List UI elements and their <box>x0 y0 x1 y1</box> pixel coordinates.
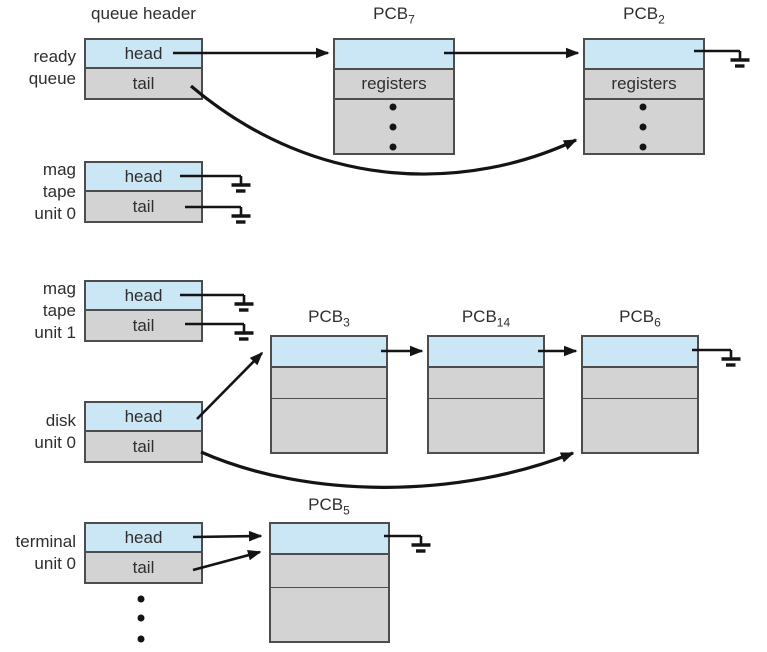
pcb14-title-base: PCB <box>461 307 497 326</box>
pcb3-title-base: PCB <box>308 307 344 326</box>
mag-tape-unit0-box: head tail <box>84 161 203 223</box>
disk-unit0-label-line2: unit 0 <box>34 433 76 452</box>
pcb3-node <box>270 335 388 454</box>
mag-tape-unit1-tail-label: tail <box>132 315 155 335</box>
mag-tape-unit0-tail-label: tail <box>132 196 155 216</box>
arrow-terminal-head-to-pcb5 <box>192 530 263 542</box>
pcb2-title-base: PCB <box>623 4 659 23</box>
pcb7-link-cell <box>335 40 453 70</box>
pcb2-registers-cell: registers <box>585 70 703 100</box>
mag-tape-unit1-head-cell: head <box>86 282 201 311</box>
terminal-unit0-head-cell: head <box>86 524 201 553</box>
pcb2-node: registers <box>583 38 705 155</box>
pcb2-link-cell <box>585 40 703 70</box>
pcb14-body-cell <box>429 399 543 452</box>
pcb6-link-cell <box>583 337 697 368</box>
pcb7-title-base: PCB <box>373 4 409 23</box>
pcb7-body-cell <box>335 100 453 153</box>
mag-tape-unit1-label-line2: tape <box>42 301 76 320</box>
pcb14-title-sub: 14 <box>496 315 511 330</box>
terminal-unit0-box: head tail <box>84 522 203 584</box>
pcb6-node <box>581 335 699 454</box>
mag-tape-unit1-label-line3: unit 1 <box>34 323 76 342</box>
null-pointer-magtape0-head <box>229 174 253 193</box>
pcb3-field-cell <box>272 368 386 399</box>
pcb7-title: PCB7 <box>333 4 455 26</box>
pcb6-field-cell <box>583 368 697 399</box>
pcb5-link-cell <box>271 524 388 555</box>
ready-queue-label-line2: queue <box>28 69 76 88</box>
mag-tape-unit0-label-line1: mag <box>42 160 76 179</box>
disk-unit0-head-label: head <box>124 406 163 426</box>
mag-tape-unit0-tail-cell: tail <box>86 192 201 221</box>
pcb5-node <box>269 522 390 643</box>
pcb2-body-cell <box>585 100 703 153</box>
pcb2-title: PCB2 <box>583 4 705 26</box>
pcb5-title: PCB5 <box>269 495 389 517</box>
pcb14-title: PCB14 <box>427 307 545 329</box>
pcb7-registers-label: registers <box>361 74 427 93</box>
pcb2-registers-label: registers <box>611 74 677 93</box>
mag-tape-unit1-head-label: head <box>124 285 163 305</box>
arrow-disk-tail-to-pcb6 <box>200 450 575 489</box>
pcb5-title-base: PCB <box>308 495 344 514</box>
pcb3-title-sub: 3 <box>343 315 350 330</box>
mag-tape-unit0-label-line2: tape <box>42 182 76 201</box>
mag-tape-unit0-label: mag tape unit 0 <box>0 159 76 225</box>
terminal-unit0-label-line1: terminal <box>15 532 76 551</box>
ready-tail-label: tail <box>132 73 155 93</box>
pcb6-title-sub: 6 <box>654 315 661 330</box>
ready-head-label: head <box>124 43 163 63</box>
disk-unit0-head-cell: head <box>86 403 201 432</box>
pcb5-body-cell <box>271 588 388 641</box>
null-pointer-magtape0-tail <box>229 205 253 224</box>
terminal-unit0-head-label: head <box>124 527 163 547</box>
null-pointer-pcb5 <box>409 534 433 553</box>
ready-queue-box: head tail <box>84 38 203 100</box>
ready-queue-head-cell: head <box>86 40 201 69</box>
pcb6-title-base: PCB <box>619 307 655 326</box>
null-pointer-pcb6 <box>719 348 743 367</box>
pcb7-title-sub: 7 <box>408 12 415 27</box>
ready-queue-label-line1: ready <box>33 47 76 66</box>
mag-tape-unit1-box: head tail <box>84 280 203 342</box>
arrow-disk-head-to-pcb3 <box>196 351 264 420</box>
pcb6-body-cell <box>583 399 697 452</box>
ready-queue-tail-cell: tail <box>86 69 201 98</box>
disk-unit0-label-line1: disk <box>45 411 76 430</box>
pcb7-node: registers <box>333 38 455 155</box>
disk-unit0-tail-label: tail <box>132 436 155 456</box>
disk-unit0-label: disk unit 0 <box>0 410 76 454</box>
null-pointer-magtape1-head <box>232 293 256 312</box>
pcb3-title: PCB3 <box>270 307 388 329</box>
pcb14-node <box>427 335 545 454</box>
pcb14-link-cell <box>429 337 543 368</box>
disk-unit0-tail-cell: tail <box>86 432 201 461</box>
mag-tape-unit1-label-line1: mag <box>42 279 76 298</box>
pcb5-title-sub: 5 <box>343 503 350 518</box>
null-pointer-magtape1-tail <box>232 322 256 341</box>
disk-unit0-box: head tail <box>84 401 203 463</box>
pcb3-link-cell <box>272 337 386 368</box>
pcb6-title: PCB6 <box>581 307 699 329</box>
pcb3-body-cell <box>272 399 386 452</box>
ready-queue-label: ready queue <box>0 46 76 90</box>
pcb7-registers-cell: registers <box>335 70 453 100</box>
terminal-unit0-label-line2: unit 0 <box>34 554 76 573</box>
arrow-terminal-tail-to-pcb5 <box>192 549 262 572</box>
mag-tape-unit0-head-cell: head <box>86 163 201 192</box>
pcb14-field-cell <box>429 368 543 399</box>
mag-tape-unit0-label-line3: unit 0 <box>34 204 76 223</box>
terminal-unit0-tail-label: tail <box>132 557 155 577</box>
null-pointer-pcb2 <box>728 49 752 68</box>
more-queues-ellipsis-dots <box>137 595 145 643</box>
pcb2-title-sub: 2 <box>658 12 665 27</box>
terminal-unit0-label: terminal unit 0 <box>0 531 76 575</box>
mag-tape-unit1-label: mag tape unit 1 <box>0 278 76 344</box>
mag-tape-unit1-tail-cell: tail <box>86 311 201 340</box>
queue-header-title: queue header <box>91 4 196 23</box>
pcb5-field-cell <box>271 555 388 588</box>
mag-tape-unit0-head-label: head <box>124 166 163 186</box>
terminal-unit0-tail-cell: tail <box>86 553 201 582</box>
